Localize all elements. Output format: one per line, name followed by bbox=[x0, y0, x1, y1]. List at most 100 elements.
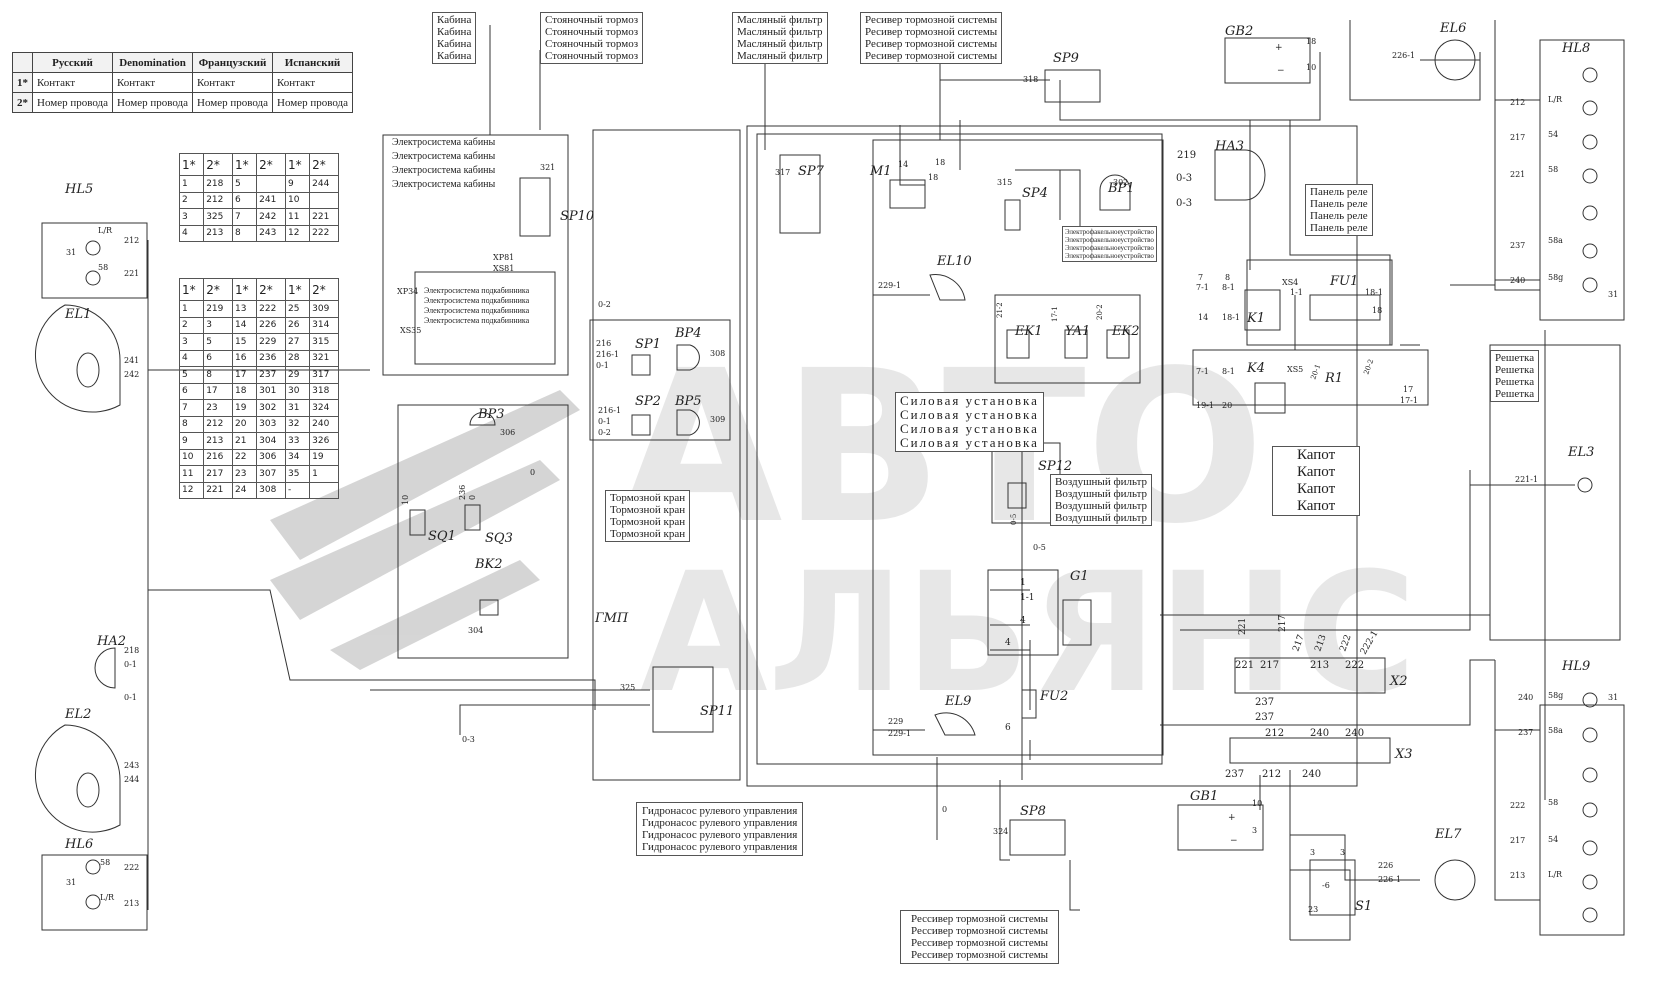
wire-label: 321 bbox=[540, 163, 555, 172]
wire-label: L/R bbox=[100, 893, 115, 902]
wire-label: 18 bbox=[928, 173, 938, 182]
label-sq3: SQ3 bbox=[485, 531, 513, 546]
bp1-sensor bbox=[1099, 174, 1131, 211]
el6-lamp bbox=[1434, 39, 1476, 81]
label-ya1: YA1 bbox=[1065, 324, 1090, 339]
legend-cell: Номер провода bbox=[112, 92, 193, 113]
el1-bulb bbox=[76, 352, 100, 388]
note-line: Стояночный тормоз bbox=[545, 14, 639, 26]
wire-label: 31 bbox=[1608, 290, 1618, 299]
pin-table-cell: 5 bbox=[203, 333, 233, 351]
wire-label: 317 bbox=[775, 168, 790, 177]
note-line: Силовая установка bbox=[900, 421, 1039, 436]
label-bp4: BP4 bbox=[674, 326, 702, 341]
note-line: Электрофакельноеустройство bbox=[1065, 252, 1154, 260]
note-line: Тормозной кран bbox=[610, 516, 686, 528]
wire-label: 212 bbox=[1265, 728, 1284, 739]
pin-table-cell: 22 bbox=[231, 448, 258, 466]
wire-label: 222 bbox=[124, 863, 139, 872]
pin-table-cell: 12 bbox=[178, 481, 205, 499]
wire-label: 240 bbox=[1510, 276, 1525, 285]
yа1-body bbox=[1064, 329, 1088, 359]
s1-body bbox=[1309, 859, 1356, 916]
pin-table-cell: 315 bbox=[309, 333, 339, 351]
label-sq1: SQ1 bbox=[428, 529, 456, 544]
legend-header: Denomination bbox=[112, 52, 193, 73]
pin-table-cell: 244 bbox=[309, 175, 339, 193]
note-line: Электросистема подкабинника bbox=[424, 296, 530, 305]
pin-table-cell bbox=[256, 175, 286, 193]
wire-label: L/R bbox=[1548, 95, 1563, 104]
wire-el7 bbox=[1290, 834, 1420, 881]
label-bk2: BK2 bbox=[474, 557, 503, 572]
legend-cell: 1* bbox=[12, 72, 33, 93]
note-line: Ресивер тормозной системы bbox=[865, 50, 998, 62]
wire-label: 58a bbox=[1548, 726, 1563, 735]
label-m1: M1 bbox=[869, 164, 892, 179]
note-cab: Кабина Кабина Кабина Кабина bbox=[432, 12, 477, 64]
wire-label: 58 bbox=[1548, 165, 1558, 174]
legend-row: 1* Контакт Контакт Контакт Контакт bbox=[12, 72, 353, 93]
hl6-lamp-2 bbox=[85, 894, 101, 910]
m1-body bbox=[889, 179, 926, 209]
legend-cell: Контакт bbox=[32, 72, 113, 93]
label-hl8: HL8 bbox=[1561, 41, 1590, 56]
note-line: Тормозной кран bbox=[610, 528, 686, 540]
pin-table-cell: 18 bbox=[231, 382, 258, 400]
sp12-body bbox=[1007, 482, 1027, 509]
pin-table-cell: 3 bbox=[178, 333, 205, 351]
wire-label: 58g bbox=[1548, 273, 1563, 282]
pin-table-cell: 1 bbox=[309, 465, 339, 483]
label-k4: K4 bbox=[1246, 361, 1265, 376]
pin-table-cell: 213 bbox=[203, 432, 233, 450]
pin-table-cell: 309 bbox=[309, 300, 339, 318]
label-el7: EL7 bbox=[1434, 827, 1462, 842]
pin-table-cell: 301 bbox=[256, 382, 286, 400]
note-line: Ресивер тормозной системы bbox=[865, 14, 998, 26]
note-line: Стояночный тормоз bbox=[545, 38, 639, 50]
wire-label: 10 bbox=[1252, 799, 1262, 808]
wire-label: 213 bbox=[1510, 871, 1525, 880]
note-air-filter: Воздушный фильтр Воздушный фильтр Воздуш… bbox=[1050, 474, 1153, 526]
hl9-body bbox=[1539, 704, 1625, 936]
pin-table-cell: 229 bbox=[256, 333, 286, 351]
wire-label: 0-3 bbox=[462, 735, 475, 744]
legend-cell: Номер провода bbox=[192, 92, 273, 113]
pin-table-cell: 11 bbox=[284, 208, 311, 226]
wire-label: 212 bbox=[124, 236, 139, 245]
wire-label: 10 bbox=[401, 495, 410, 505]
wire-label: 14 bbox=[1198, 313, 1208, 322]
component-labels: HL5 EL1 HA2 EL2 HL6 SP10 SP7 M1 SP9 SP4 … bbox=[64, 21, 1594, 914]
pin-table-cell: 242 bbox=[256, 208, 286, 226]
wire-label: − bbox=[1277, 66, 1285, 76]
pin-table-cell bbox=[309, 191, 339, 209]
pin-table-cell: 7 bbox=[231, 208, 258, 226]
note-power-unit: Силовая установка Силовая установка Сило… bbox=[895, 392, 1044, 452]
wire-label: 222 bbox=[1510, 801, 1525, 810]
label-hl6: HL6 bbox=[64, 837, 93, 852]
pin-table-cell: 10 bbox=[284, 191, 311, 209]
frame-mid bbox=[592, 129, 741, 781]
label-sp7: SP7 bbox=[798, 164, 825, 179]
wire-label: 240 bbox=[1310, 728, 1329, 739]
fu2-body bbox=[1021, 689, 1037, 719]
legend-row: 2* Номер провода Номер провода Номер про… bbox=[12, 92, 353, 113]
pin-table-header: 1* bbox=[231, 153, 258, 176]
pin-table-header: 1* bbox=[284, 278, 311, 301]
pin-table-cell: 20 bbox=[231, 415, 258, 433]
pin-table-cell: 35 bbox=[284, 465, 311, 483]
wire-label: 324 bbox=[993, 827, 1008, 836]
wire-label: 0-1 bbox=[596, 361, 609, 370]
label-bp3: BP3 bbox=[477, 407, 505, 422]
label-x2: X2 bbox=[1389, 674, 1408, 689]
wire-label: 216 bbox=[596, 339, 611, 348]
label-sp4: SP4 bbox=[1022, 186, 1048, 201]
pin-table-cell: 217 bbox=[203, 465, 233, 483]
pin-table-cell: 8 bbox=[231, 224, 258, 242]
el2-bulb bbox=[76, 772, 100, 808]
wire-label: 302 bbox=[1113, 178, 1128, 187]
wire-label: 236 bbox=[458, 485, 467, 500]
